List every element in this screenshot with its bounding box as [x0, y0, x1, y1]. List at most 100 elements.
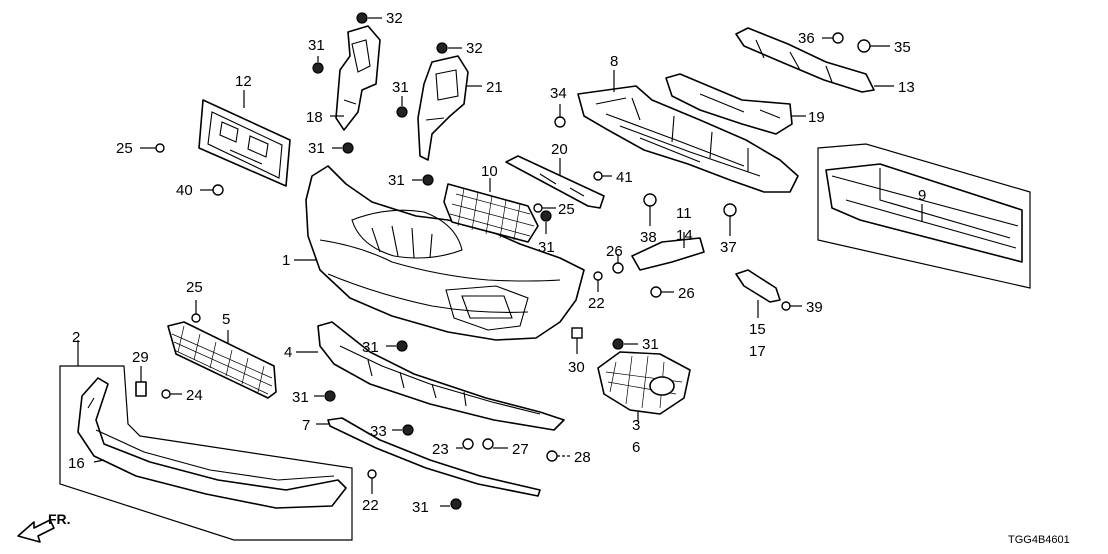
callout-4: 4	[284, 344, 292, 361]
clip-32a	[356, 12, 382, 24]
bolt-36	[822, 32, 844, 44]
clip-31g	[314, 390, 336, 402]
grille-insert	[443, 178, 539, 243]
callout-7: 7	[302, 417, 310, 434]
callout-27: 27	[512, 441, 529, 458]
callout-16: 16	[68, 455, 85, 472]
clip-31a	[312, 56, 324, 74]
callout-22b: 22	[362, 497, 379, 514]
callout-29: 29	[132, 349, 149, 366]
callout-41: 41	[616, 169, 633, 186]
callout-24: 24	[186, 387, 203, 404]
garnish-bar	[505, 155, 605, 209]
bolt-35	[857, 39, 890, 53]
callout-11: 11	[676, 205, 692, 222]
callout-34: 34	[550, 85, 567, 102]
lower-absorber	[296, 321, 565, 431]
bolt-25a	[140, 143, 165, 153]
callout-36: 36	[798, 30, 815, 47]
callout-35: 35	[894, 39, 911, 56]
clip-22a	[593, 271, 603, 292]
callout-5: 5	[222, 311, 230, 328]
clip-31f	[386, 340, 408, 352]
diagram-code: TGG4B4601	[1008, 534, 1070, 546]
bolt-26a	[612, 254, 624, 274]
front-direction-arrow: FR.	[17, 511, 71, 543]
upper-bracket-right	[417, 55, 482, 161]
bolt-34	[554, 104, 566, 128]
callout-21: 21	[486, 79, 503, 96]
cross-bracket	[665, 73, 806, 135]
bolt-26b	[650, 286, 674, 298]
callout-15: 15	[749, 321, 766, 338]
callout-31d: 31	[388, 172, 405, 189]
license-plate-bracket	[198, 90, 291, 187]
callout-14: 14	[676, 227, 693, 244]
callout-6: 6	[632, 439, 640, 456]
callout-25b: 25	[558, 201, 575, 218]
callout-1: 1	[282, 252, 290, 269]
callout-25c: 25	[186, 279, 203, 296]
callout-8: 8	[610, 53, 618, 70]
callout-22a: 22	[588, 295, 605, 312]
callout-23: 23	[432, 441, 449, 458]
callout-32b: 32	[466, 40, 483, 57]
clip-31b	[396, 96, 408, 118]
clip-31h	[440, 498, 462, 510]
callout-19: 19	[808, 109, 825, 126]
callout-25a: 25	[116, 140, 133, 157]
clip-31c	[332, 142, 354, 154]
lower-molding-strip	[316, 417, 541, 497]
bolt-27	[482, 438, 508, 450]
upper-beam	[577, 70, 799, 193]
front-bumper-face	[294, 165, 585, 341]
bolt-28	[546, 450, 570, 462]
callout-26a: 26	[606, 243, 623, 260]
clip-30	[571, 327, 583, 354]
direction-label: FR.	[48, 511, 71, 527]
small-side-bracket	[735, 269, 781, 318]
spoiler-box	[59, 340, 353, 541]
upper-bracket-left	[330, 25, 381, 131]
callout-3: 3	[632, 417, 640, 434]
fasteners	[140, 12, 890, 510]
bolt-41	[593, 171, 612, 181]
clip-33	[392, 424, 414, 436]
callout-28: 28	[574, 449, 591, 466]
bolt-24	[161, 389, 182, 399]
callout-31h: 31	[412, 499, 429, 516]
absorber-box	[817, 143, 1031, 289]
bolt-23	[456, 438, 474, 450]
callout-26b: 26	[678, 285, 695, 302]
side-bracket	[631, 232, 705, 271]
callout-39: 39	[806, 299, 823, 316]
clip-31i	[612, 338, 638, 350]
callout-13: 13	[898, 79, 915, 96]
callout-31i: 31	[642, 336, 659, 353]
fog-lamp-cover	[597, 351, 691, 422]
bolt-25b	[533, 203, 556, 213]
callout-20: 20	[551, 141, 568, 158]
callout-17: 17	[749, 343, 766, 360]
callout-31b: 31	[392, 79, 409, 96]
callout-2: 2	[72, 329, 80, 346]
callout-labels: 32 31 32 12 31 21 18 25 31 40 31 10 20 4…	[68, 10, 1070, 546]
callout-31f: 31	[362, 339, 379, 356]
bolt-38	[643, 193, 657, 226]
bolt-37	[723, 203, 737, 236]
clip-31d	[412, 174, 434, 186]
clip-29	[135, 366, 147, 397]
callout-40: 40	[176, 182, 193, 199]
bolt-25c	[191, 300, 201, 323]
callout-30: 30	[568, 359, 585, 376]
callout-32a: 32	[386, 10, 403, 27]
callout-9: 9	[918, 187, 926, 204]
front-spoiler	[77, 377, 347, 509]
callout-12: 12	[235, 73, 252, 90]
callout-37: 37	[720, 239, 737, 256]
upper-reinforcement	[735, 27, 894, 93]
clip-22b	[367, 469, 377, 494]
clip-31e	[540, 210, 552, 234]
callout-31g: 31	[292, 389, 309, 406]
